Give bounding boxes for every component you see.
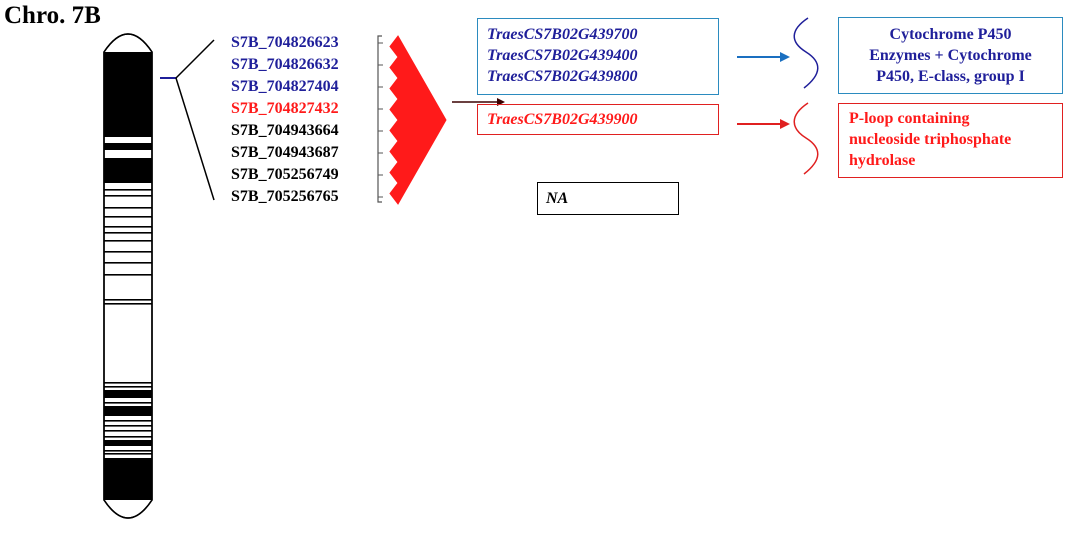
chromosome-band xyxy=(104,189,152,191)
chromosome-band xyxy=(104,216,152,218)
snp-label: S7B_705256749 xyxy=(231,166,339,183)
function-box-red: P-loop containing nucleoside triphosphat… xyxy=(838,103,1063,178)
chromosome-band xyxy=(104,436,152,438)
chromosome-band xyxy=(104,303,152,305)
gene-na: NA xyxy=(546,190,569,207)
gene-id: TraesCS7B02G439700 xyxy=(487,26,638,43)
snp-label: S7B_704943687 xyxy=(231,144,339,161)
chromosome-band xyxy=(104,262,152,264)
chromosome-band xyxy=(104,450,152,452)
snp-label: S7B_704826623 xyxy=(231,34,339,51)
chromosome-band xyxy=(104,143,152,150)
chromosome-band xyxy=(104,390,152,398)
chromosome-band xyxy=(104,453,152,455)
gene-id: TraesCS7B02G439800 xyxy=(487,68,638,85)
arrow-red xyxy=(737,119,790,129)
chromosome-band xyxy=(104,406,152,416)
function-line: nucleoside triphosphate xyxy=(849,131,1012,148)
chromosome-band xyxy=(104,274,152,276)
chromosome-band xyxy=(104,440,152,446)
chromosome-ideogram xyxy=(103,33,153,519)
zoom-line-bottom xyxy=(175,77,215,201)
snp-label: S7B_704943664 xyxy=(231,122,339,139)
ld-triangle xyxy=(389,35,447,205)
zoom-line-top xyxy=(175,39,215,79)
chromosome-band xyxy=(104,386,152,388)
chromosome-band xyxy=(104,240,152,242)
brace-red xyxy=(793,102,819,175)
chromosome-title: Chro. 7B xyxy=(4,2,101,29)
snp-label: S7B_704827404 xyxy=(231,78,339,95)
chromosome-band xyxy=(104,458,152,500)
gene-box-blue: TraesCS7B02G439700 TraesCS7B02G439400 Tr… xyxy=(477,18,719,95)
function-box-blue: Cytochrome P450 Enzymes + Cytochrome P45… xyxy=(838,17,1063,94)
function-line: Enzymes + Cytochrome xyxy=(869,47,1032,64)
function-line: P-loop containing xyxy=(849,110,970,127)
chromosome-band xyxy=(104,430,152,432)
brace-blue xyxy=(793,17,819,89)
chromosome-band xyxy=(104,52,152,137)
snp-bracket xyxy=(377,35,382,203)
chromosome-band xyxy=(104,195,152,197)
chromosome-band xyxy=(104,158,152,183)
chromosome-band xyxy=(104,402,152,404)
arrow-blue xyxy=(737,52,790,62)
snp-label-highlighted: S7B_704827432 xyxy=(231,100,339,117)
chromosome-bands xyxy=(104,52,152,500)
gene-box-na: NA xyxy=(537,182,679,215)
chromosome-band xyxy=(104,382,152,384)
chromosome-band xyxy=(104,226,152,228)
chromosome-band xyxy=(104,207,152,209)
bracket-ticks xyxy=(378,42,383,198)
snp-label: S7B_704826632 xyxy=(231,56,339,73)
function-line: Cytochrome P450 xyxy=(889,26,1012,43)
function-line: hydrolase xyxy=(849,152,916,169)
snp-label: S7B_705256765 xyxy=(231,188,339,205)
gene-box-red: TraesCS7B02G439900 xyxy=(477,104,719,135)
function-line: P450, E-class, group I xyxy=(876,68,1025,85)
gene-id: TraesCS7B02G439900 xyxy=(487,111,638,128)
chromosome-band xyxy=(104,425,152,427)
chromosome-band xyxy=(104,299,152,301)
chromosome-band xyxy=(104,251,152,253)
ld-heatmap xyxy=(389,35,447,205)
chromosome-band xyxy=(104,420,152,422)
chromosome-band xyxy=(104,232,152,234)
gene-id: TraesCS7B02G439400 xyxy=(487,47,638,64)
